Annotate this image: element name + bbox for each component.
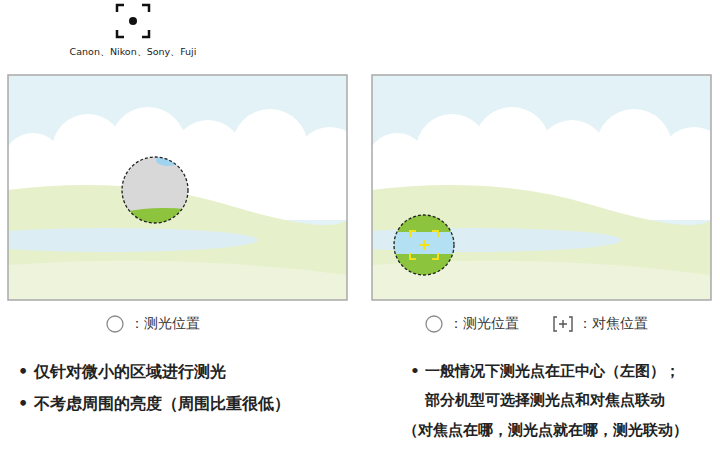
focus-point [410,231,438,259]
panel-border [372,75,711,300]
metering-circle [394,215,454,275]
panel-border [8,75,347,300]
legend-item: ：对焦位置 [552,314,648,334]
focus-swatch [552,314,574,334]
metering-area [120,154,192,227]
legend-text: ：测光位置 [449,315,519,333]
metering-circle [122,157,188,223]
brand-list: Canon、Nikon、Sony、Fuji [33,46,233,59]
landscape-left [8,75,347,300]
landscape-right [372,75,711,300]
legend-text: ：对焦位置 [578,315,648,333]
note-line: 部分机型可选择测光点和对焦点联动 [372,391,718,410]
legend-text: ：测光位置 [130,315,200,333]
metering-swatch [104,314,126,334]
legend-item: ：测光位置 [104,314,200,334]
bullet-note: • 不考虑周围的亮度（周围比重很低） [18,394,358,415]
note-line: （对焦点在哪，测光点就在哪，测光联动） [372,421,718,440]
bullet-note: • 仅针对微小的区域进行测光 [18,362,358,383]
bullet-note: • 一般情况下测光点在正中心（左图）； [372,362,718,381]
spot-metering-icon [117,5,149,37]
metering-area [392,213,456,277]
metering-swatch [423,314,445,334]
legend-item: ：测光位置 [423,314,519,334]
